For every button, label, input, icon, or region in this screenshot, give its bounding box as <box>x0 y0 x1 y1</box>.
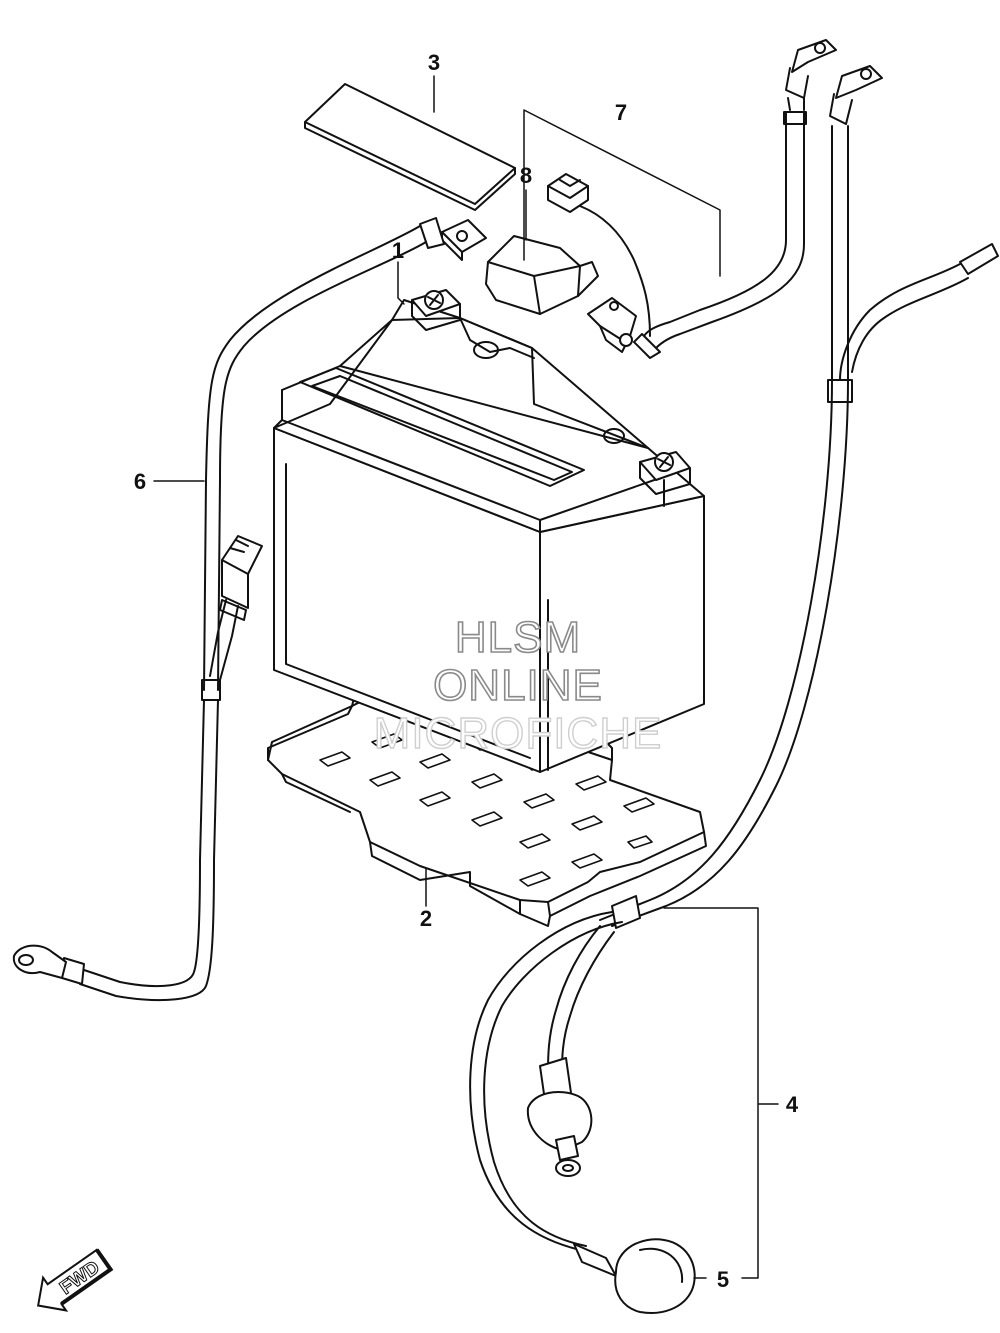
battery-part <box>273 289 705 773</box>
callout-4: 4 <box>786 1092 799 1117</box>
watermark-line-3: MICROFICHE <box>374 709 663 758</box>
callout-8: 8 <box>520 163 532 188</box>
battery-positive-cable-part <box>547 39 837 359</box>
watermark-line-2: ONLINE <box>433 661 603 710</box>
leader-1 <box>397 261 405 305</box>
fwd-direction-arrow: FWD <box>36 1248 114 1312</box>
leader-4 <box>663 907 779 1279</box>
callout-7: 7 <box>615 100 627 125</box>
battery-terminal-positive <box>411 289 461 331</box>
leader-7 <box>523 109 721 277</box>
battery-negative-cable-part <box>12 217 487 1002</box>
watermark-line-1: HLSM <box>455 613 581 662</box>
harness-part <box>469 65 999 1263</box>
cap-part <box>573 1238 696 1314</box>
callout-3: 3 <box>428 50 440 75</box>
battery-terminal-negative <box>639 451 691 507</box>
callout-2: 2 <box>420 906 432 931</box>
battery-pad-part <box>304 83 516 211</box>
terminal-cover-part <box>485 235 599 315</box>
callout-1: 1 <box>392 238 404 263</box>
callout-5: 5 <box>717 1267 729 1292</box>
callout-6: 6 <box>134 469 146 494</box>
